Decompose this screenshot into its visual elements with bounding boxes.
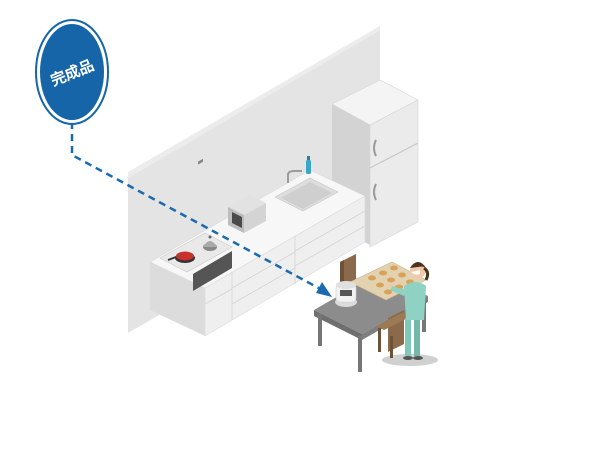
arrow-head-icon (316, 282, 332, 297)
stand-mixer-icon (335, 281, 357, 307)
cabinet-drawers (204, 210, 366, 320)
counter-side (150, 262, 205, 336)
callout-connector (70, 122, 332, 297)
chair-front (376, 310, 412, 358)
toaster-oven-icon (228, 195, 266, 233)
pastry-items (368, 265, 414, 295)
back-wall-top-edge (128, 26, 380, 178)
worker-figure (387, 262, 430, 360)
callout-bubble: 完成品 (35, 19, 109, 125)
stove-icon (159, 158, 233, 291)
floor-shadow (382, 354, 438, 366)
sink-icon (274, 156, 339, 212)
